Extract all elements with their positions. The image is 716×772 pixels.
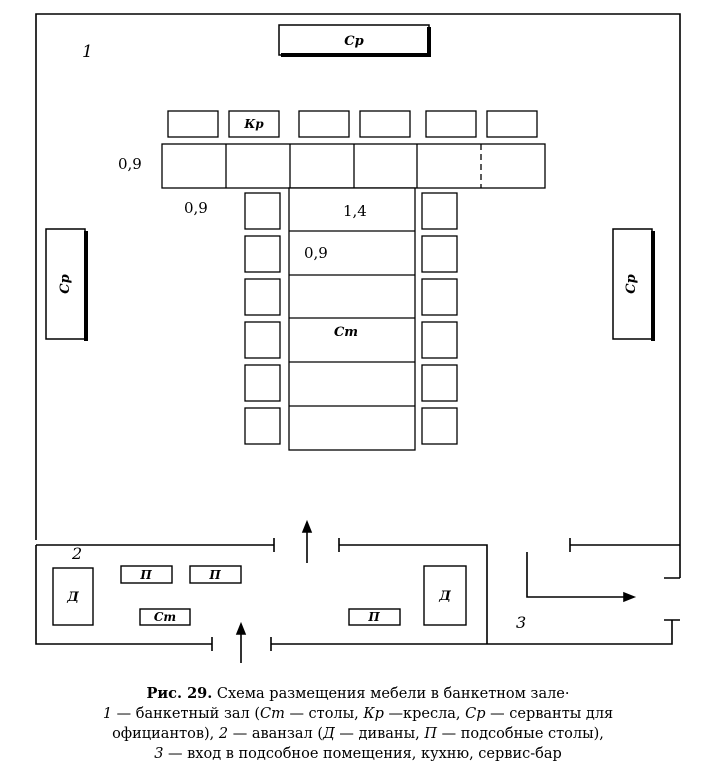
caption-abbr: Кр (363, 706, 384, 722)
sideboard-left: Ср (45, 228, 88, 341)
chair (421, 235, 458, 273)
caption-num: 2 (218, 726, 229, 742)
sideboard-top-label: Ср (344, 34, 363, 49)
anteroom-table: Ст (139, 608, 191, 626)
hall-entry-arrow (301, 519, 313, 563)
hall-outer-wall (35, 13, 681, 578)
chair (167, 110, 219, 138)
side-table-3: П (348, 608, 401, 626)
zone-2-label: 2 (71, 544, 82, 563)
chair (244, 407, 281, 445)
chair (421, 321, 458, 359)
caption-text: —кресла, (383, 706, 466, 722)
chair (421, 278, 458, 316)
caption-text: — диваны, (334, 726, 425, 742)
zone-3-label: 3 (516, 613, 526, 632)
caption-num: 1 (102, 706, 113, 722)
chair (244, 321, 281, 359)
caption-title: Схема размещения мебели в банкетном зале… (212, 686, 570, 702)
figure-caption: Рис. 29. Схема размещения мебели в банке… (0, 684, 716, 764)
caption-text: официантов), (112, 726, 219, 742)
caption-figure-label: Рис. 29. (146, 685, 213, 702)
caption-num: 3 (154, 746, 164, 762)
chair (421, 192, 458, 230)
chair (244, 192, 281, 230)
head-table (161, 143, 546, 189)
sofa-right: Д (423, 565, 467, 626)
sideboard-top: Ср (278, 24, 431, 57)
table-label: Ст (334, 325, 358, 340)
anteroom-wall-right (270, 637, 487, 651)
caption-text: — вход в подсобное помещения, кухню, сер… (163, 746, 562, 762)
dimension-table-segment: 0,9 (304, 244, 328, 262)
sofa-left-label: Д (66, 590, 79, 605)
caption-abbr: Ст (259, 706, 285, 722)
service-route-arrow (526, 552, 637, 603)
side-table-2-label: П (208, 568, 221, 582)
anteroom-entry-arrow (235, 621, 247, 663)
chair (359, 110, 411, 138)
hall-partition-service (569, 538, 680, 552)
sideboard-left-label: Ср (58, 274, 73, 293)
chair-label: Кр (243, 117, 264, 131)
caption-line-1: 1 — банкетный зал (Ст — столы, Кр —кресл… (0, 704, 716, 724)
long-table (288, 187, 416, 451)
side-table-2: П (189, 565, 242, 584)
service-wall (487, 577, 680, 645)
chair (244, 235, 281, 273)
dimension-head-table: 0,9 (118, 155, 142, 173)
hall-partition-right (338, 538, 488, 644)
sofa-right-label: Д (438, 589, 451, 604)
banquet-hall-plan: 1 2 3 Ср Ср Ср Кр (35, 13, 681, 663)
sofa-left: Д (52, 567, 94, 626)
caption-text: — банкетный зал ( (112, 706, 260, 722)
sideboard-right-label: Ср (624, 274, 639, 293)
chair (421, 407, 458, 445)
side-table-1-label: П (139, 568, 152, 582)
caption-line-2: официантов), 2 — аванзал (Д — диваны, П … (0, 724, 716, 744)
sideboard-right: Ср (612, 228, 655, 341)
side-table-1: П (120, 565, 173, 584)
chair (486, 110, 538, 138)
caption-abbr: П (424, 726, 438, 742)
hall-partition-left (36, 538, 275, 552)
caption-line-3: 3 — вход в подсобное помещения, кухню, с… (0, 744, 716, 764)
anteroom-table-label: Ст (154, 610, 176, 624)
chair (244, 278, 281, 316)
caption-text: — серванты для (485, 706, 614, 722)
side-table-3-label: П (367, 610, 380, 624)
chair (244, 364, 281, 402)
caption-abbr: Ср (465, 706, 486, 722)
anteroom-wall-left (35, 545, 213, 651)
chair (425, 110, 477, 138)
caption-abbr: Д (323, 726, 335, 742)
caption-title-line: Рис. 29. Схема размещения мебели в банке… (0, 684, 716, 704)
dimension-table-width: 1,4 (343, 202, 367, 220)
caption-text: — подсобные столы), (437, 726, 604, 742)
chair (421, 364, 458, 402)
zone-1-label: 1 (82, 42, 93, 62)
caption-text: — столы, (284, 706, 364, 722)
caption-text: — аванзал ( (228, 726, 324, 742)
chair (298, 110, 350, 138)
dimension-chair-gap: 0,9 (184, 199, 208, 217)
chair (228, 110, 280, 138)
